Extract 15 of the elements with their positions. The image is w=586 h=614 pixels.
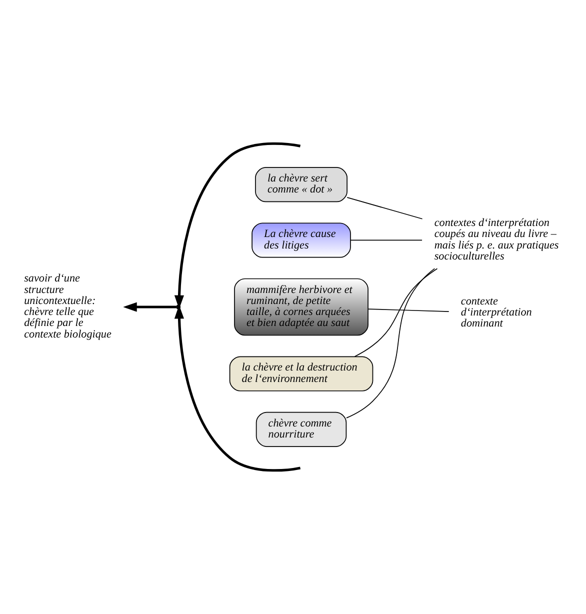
node-text: contexte d‘interprétation dominant (460, 295, 532, 330)
node-box: la chèvre et la destruction de l‘environnement (229, 356, 374, 392)
node-box: mammifère herbivore et ruminant, de petite taille, à cornes arquées et bien adaptée au saut (234, 278, 368, 336)
node-box: chèvre comme nourriture (256, 412, 347, 447)
connector (346, 268, 436, 418)
node-text: savoir d‘une structure unicontextuelle: chèvre telle que définie par le contexte biologique (24, 272, 112, 340)
node-point (176, 304, 181, 310)
connector (368, 308, 450, 312)
node-text: contextes d‘interprétation coupés au niveau du livre – mais liés p. e. aux pratiques socioculturelles (434, 217, 559, 262)
connector (354, 268, 438, 357)
connector (350, 240, 422, 241)
node-box: La chèvre cause des litiges (252, 222, 351, 258)
arrow (123, 295, 184, 319)
connector (346, 197, 423, 220)
node-box: la chèvre sert comme « dot » (255, 167, 348, 202)
